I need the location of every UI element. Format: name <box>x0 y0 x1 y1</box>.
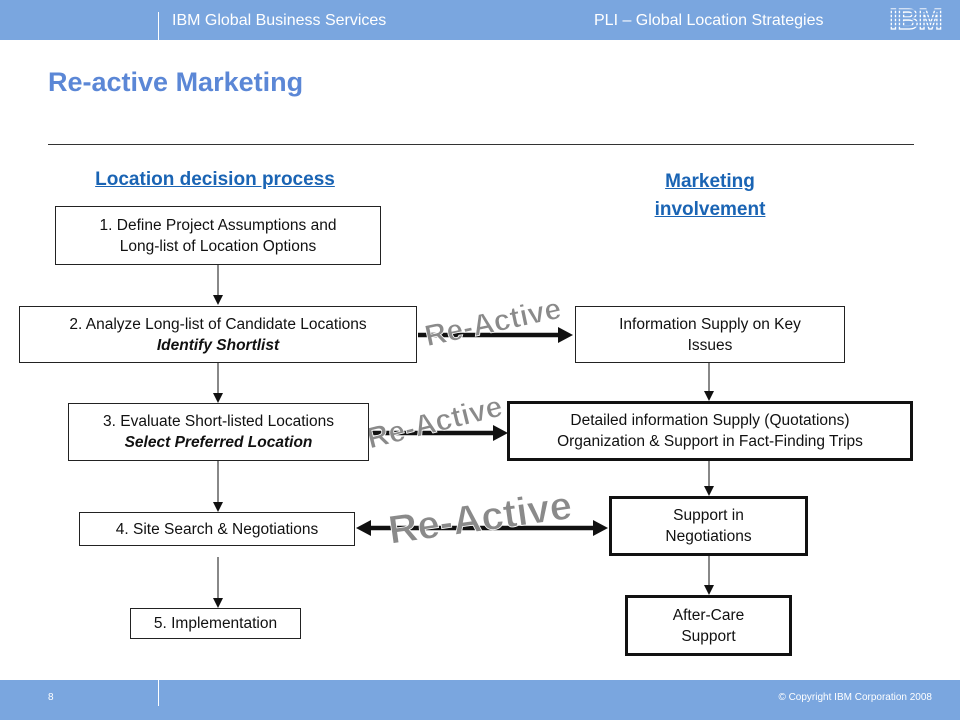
step-3-emphasis: Select Preferred Location <box>124 434 313 451</box>
re-active-label-2: Re-Active <box>364 390 506 455</box>
step-4-label: 4. Site Search & Negotiations <box>115 520 319 538</box>
footer-bar: 8 © Copyright IBM Corporation 2008 <box>0 680 960 720</box>
copyright-text: © Copyright IBM Corporation 2008 <box>778 692 932 703</box>
step-3-box: 3. Evaluate Short-listed Locations Selec… <box>68 403 369 461</box>
title-rule <box>48 144 914 145</box>
ibm-logo: IBM <box>886 3 946 35</box>
step-2-line1: 2. Analyze Long-list of Candidate Locati… <box>69 315 367 333</box>
connector-row4-head-left <box>356 520 371 536</box>
right-column-title-line2: involvement <box>654 199 766 220</box>
re-active-label-3: Re-Active <box>386 484 575 553</box>
step-5-label: 5. Implementation <box>153 615 278 632</box>
step-2-box: 2. Analyze Long-list of Candidate Locati… <box>19 306 417 363</box>
page-number: 8 <box>48 692 54 703</box>
re-active-label-1: Re-Active <box>422 292 564 353</box>
header-project: PLI – Global Location Strategies <box>594 12 824 29</box>
svg-text:IBM: IBM <box>889 4 942 35</box>
step-5-box: 5. Implementation <box>130 608 301 639</box>
info-supply-box: Information Supply on Key Issues <box>575 306 845 363</box>
step-2-emphasis: Identify Shortlist <box>156 336 280 354</box>
step-1-line1: 1. Define Project Assumptions and <box>99 216 337 234</box>
detailed-info-box: Detailed information Supply (Quotations)… <box>507 401 913 461</box>
header-divider <box>158 12 159 42</box>
detailed-info-line1: Detailed information Supply (Quotations) <box>570 412 850 429</box>
info-supply-line1: Information Supply on Key <box>619 315 801 333</box>
connector-row2-head <box>558 327 573 343</box>
step-1-line2: Long-list of Location Options <box>119 237 317 255</box>
step-1-box: 1. Define Project Assumptions and Long-l… <box>55 206 381 265</box>
footer-divider <box>158 680 159 706</box>
right-column-title: Marketing involvement <box>610 168 810 224</box>
header-company: IBM Global Business Services <box>172 12 387 29</box>
connector-row4-head-right <box>593 520 608 536</box>
step-3-line1: 3. Evaluate Short-listed Locations <box>103 413 334 430</box>
header-bar: IBM Global Business Services PLI – Globa… <box>0 0 960 42</box>
after-care-box: After-Care Support <box>625 595 792 656</box>
after-care-line1: After-Care <box>672 606 745 624</box>
negotiation-support-line1: Support in <box>673 507 744 524</box>
right-column-title-line1: Marketing <box>665 171 755 192</box>
detailed-info-line2: Organization & Support in Fact-Finding T… <box>557 433 863 450</box>
after-care-line2: Support <box>681 627 736 645</box>
negotiation-support-line2: Negotiations <box>665 528 752 545</box>
connector-row3-head <box>493 425 508 441</box>
negotiation-support-box: Support in Negotiations <box>609 496 808 556</box>
step-4-box: 4. Site Search & Negotiations <box>79 512 355 546</box>
left-column-title: Location decision process <box>95 169 335 190</box>
info-supply-line2: Issues <box>687 336 733 354</box>
slide-title: Re-active Marketing <box>48 67 304 97</box>
